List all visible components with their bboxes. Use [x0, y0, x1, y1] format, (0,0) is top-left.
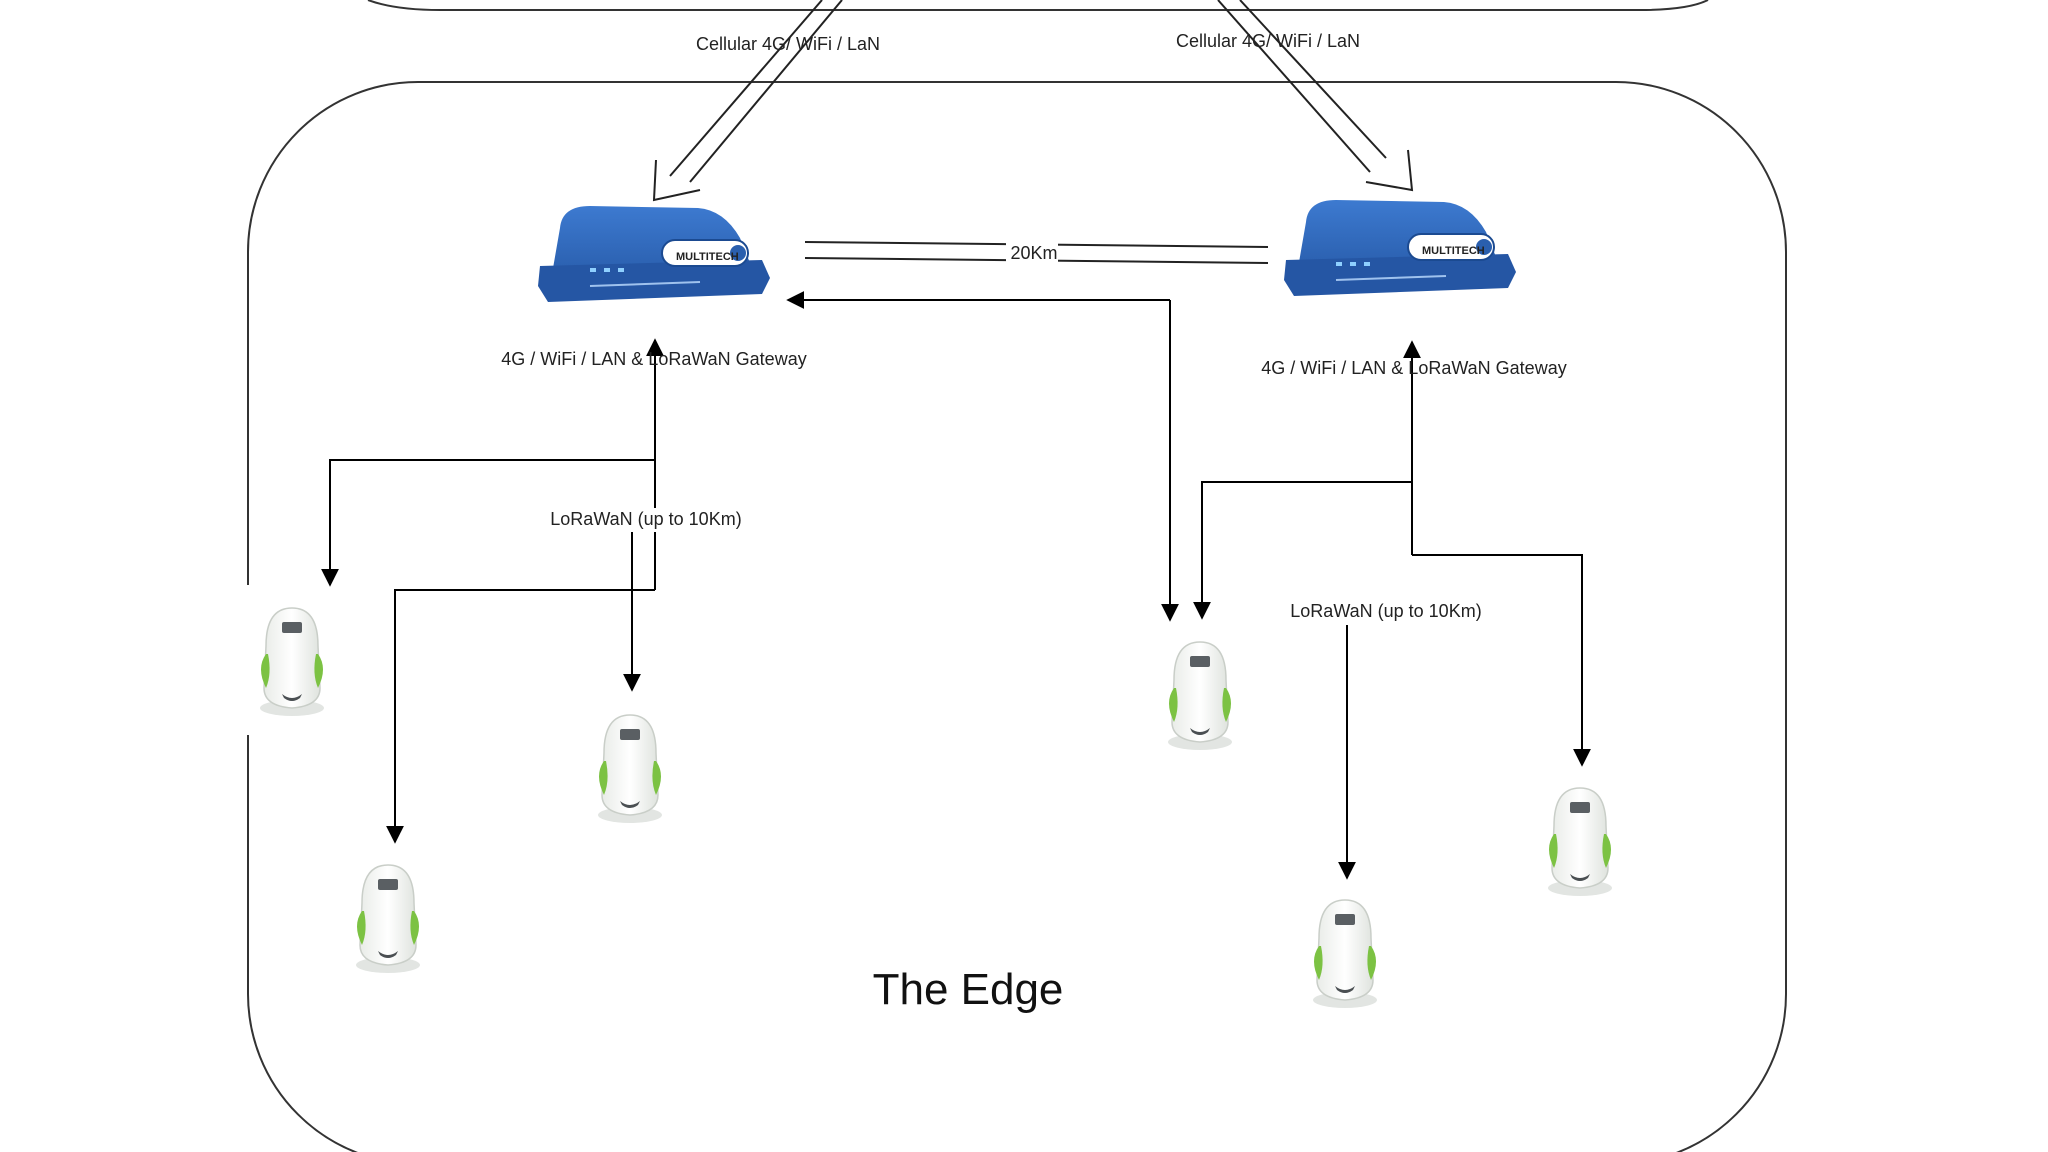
- zone-title: The Edge: [873, 965, 1064, 1014]
- uplink-arrow-left: [652, 0, 843, 202]
- gateway-left-label: 4G / WiFi / LAN & LoRaWaN Gateway: [501, 349, 806, 369]
- uplink-arrow-right: [1217, 0, 1414, 192]
- sensor-node: [1547, 787, 1613, 897]
- sensor-node: [259, 607, 325, 717]
- connectors: [321, 291, 1591, 880]
- uplink-left-label: Cellular 4G/ WiFi / LaN: [696, 34, 880, 54]
- gateway-right: MULTITECH: [1283, 199, 1517, 297]
- distance-label: 20Km: [1010, 243, 1057, 263]
- sensor-node: [1312, 899, 1378, 1009]
- gateway-left: MULTITECH: [537, 205, 771, 303]
- gateway-left-brand: MULTITECH: [676, 251, 739, 263]
- sensor-node: [597, 714, 663, 824]
- uplink-right-label: Cellular 4G/ WiFi / LaN: [1176, 31, 1360, 51]
- sensor-node: [355, 864, 421, 974]
- gateway-right-label: 4G / WiFi / LAN & LoRaWaN Gateway: [1261, 358, 1566, 378]
- lorawan-right-label: LoRaWaN (up to 10Km): [1290, 601, 1481, 621]
- sensor-node: [1167, 641, 1233, 751]
- lorawan-left-label: LoRaWaN (up to 10Km): [550, 509, 741, 529]
- gateway-right-brand: MULTITECH: [1422, 245, 1485, 257]
